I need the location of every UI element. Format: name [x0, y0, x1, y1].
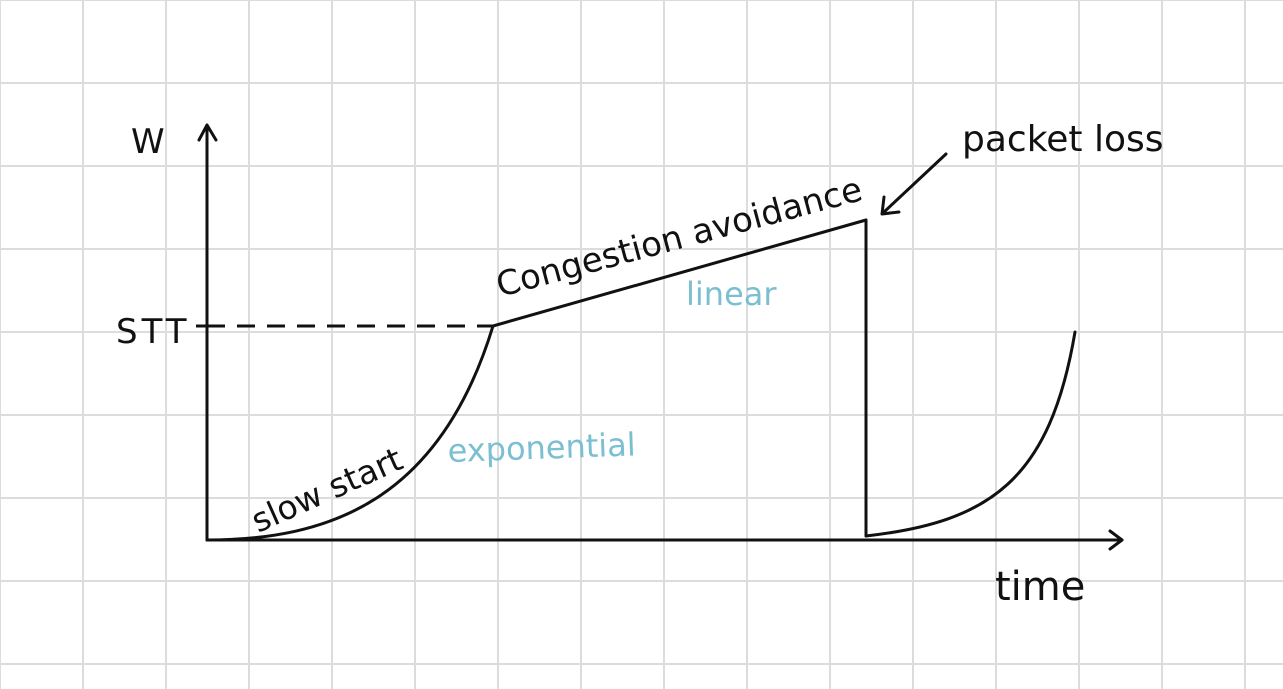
y-axis-label: W — [131, 122, 165, 162]
congestion-avoidance-line — [491, 218, 868, 328]
packet-loss-arrow-shaft — [882, 152, 948, 214]
packet-loss-label: packet loss — [962, 119, 1164, 160]
slow-start-curve — [205, 324, 495, 542]
linear-label: linear — [686, 275, 777, 313]
y-axis-arrowhead — [197, 123, 218, 142]
x-axis-label: time — [995, 564, 1085, 610]
packet-loss-arrowhead — [880, 195, 901, 216]
threshold-label: STT — [116, 312, 191, 352]
exponential-label: exponential — [447, 425, 636, 470]
x-axis-arrowhead — [1108, 529, 1124, 551]
restart-curve — [864, 330, 1077, 538]
